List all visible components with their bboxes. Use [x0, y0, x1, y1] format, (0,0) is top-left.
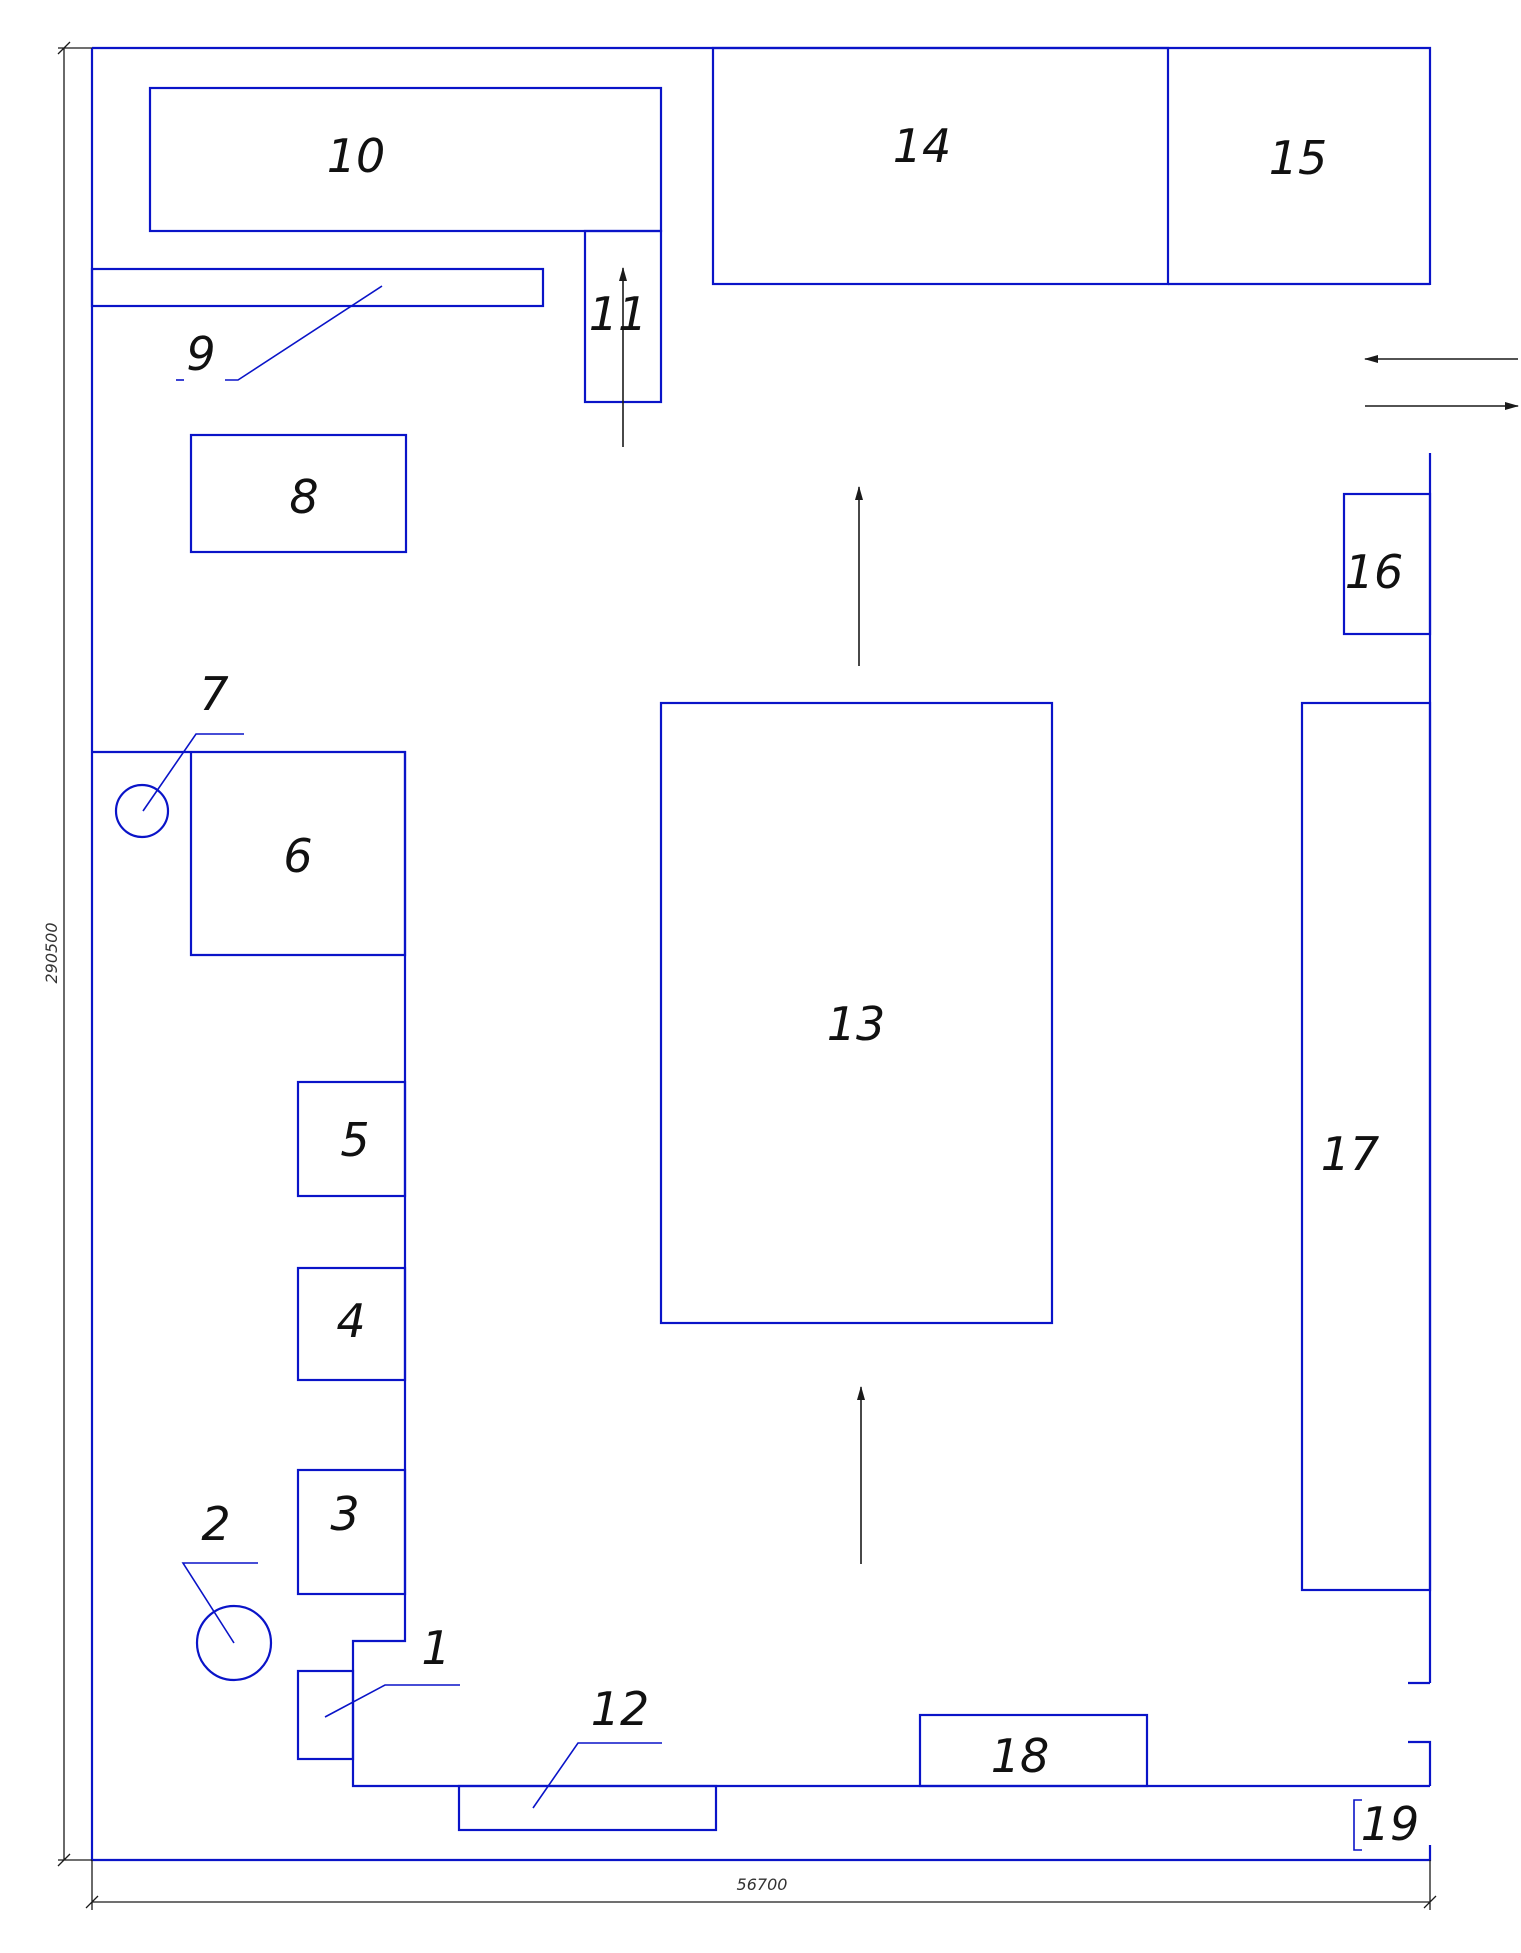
equipment-10 [148, 86, 663, 233]
equipment-9-bar [90, 267, 545, 308]
label-13: 13 [827, 997, 886, 1051]
equipment-7-circle [114, 783, 170, 839]
label-17: 17 [1321, 1127, 1380, 1181]
dimension-width-text: 56700 [737, 1875, 788, 1894]
label-2: 2 [201, 1497, 230, 1551]
leader-9 [225, 285, 383, 381]
equipment-4 [296, 1266, 407, 1382]
label-18: 18 [991, 1729, 1050, 1783]
equipment-8 [189, 433, 408, 554]
label-7: 7 [199, 667, 228, 721]
equipment-1 [296, 1669, 355, 1761]
label-6: 6 [283, 829, 312, 883]
equipment-19-bracket [1353, 1799, 1362, 1851]
label-12: 12 [591, 1682, 650, 1736]
label-19: 19 [1361, 1797, 1420, 1851]
label-9: 9 [186, 327, 215, 381]
dimension-vertical [57, 41, 92, 1867]
equipment-17 [1300, 701, 1432, 1592]
label-4: 4 [336, 1294, 365, 1348]
equipment-16 [1342, 492, 1432, 636]
label-16: 16 [1345, 545, 1404, 599]
outer-wall-left [90, 48, 1432, 1862]
label-3: 3 [330, 1487, 359, 1541]
equipment-14 [711, 46, 1170, 286]
dimension-horizontal [85, 1860, 1437, 1910]
right-wall-lower [1408, 1740, 1432, 1786]
dimension-height-text: 290500 [42, 922, 61, 983]
outer-wall-top [92, 46, 1432, 285]
label-5: 5 [340, 1113, 369, 1167]
leader-7 [142, 733, 244, 812]
label-1: 1 [421, 1621, 450, 1675]
equipment-2-circle [195, 1604, 273, 1682]
label-15: 15 [1269, 131, 1328, 185]
leader-1 [324, 1684, 460, 1718]
equipment-5 [296, 1080, 407, 1198]
equipment-18 [918, 1713, 1149, 1788]
leader-12 [532, 1742, 662, 1809]
label-10: 10 [327, 129, 386, 183]
equipment-6 [92, 750, 407, 957]
equipment-3 [296, 1468, 407, 1596]
leader-2 [181, 1562, 258, 1644]
inner-wall [351, 751, 1430, 1788]
equipment-12 [457, 1784, 718, 1832]
label-8: 8 [289, 470, 318, 524]
label-11: 11 [589, 287, 648, 341]
label-14: 14 [893, 119, 952, 173]
equipment-13 [659, 701, 1054, 1325]
